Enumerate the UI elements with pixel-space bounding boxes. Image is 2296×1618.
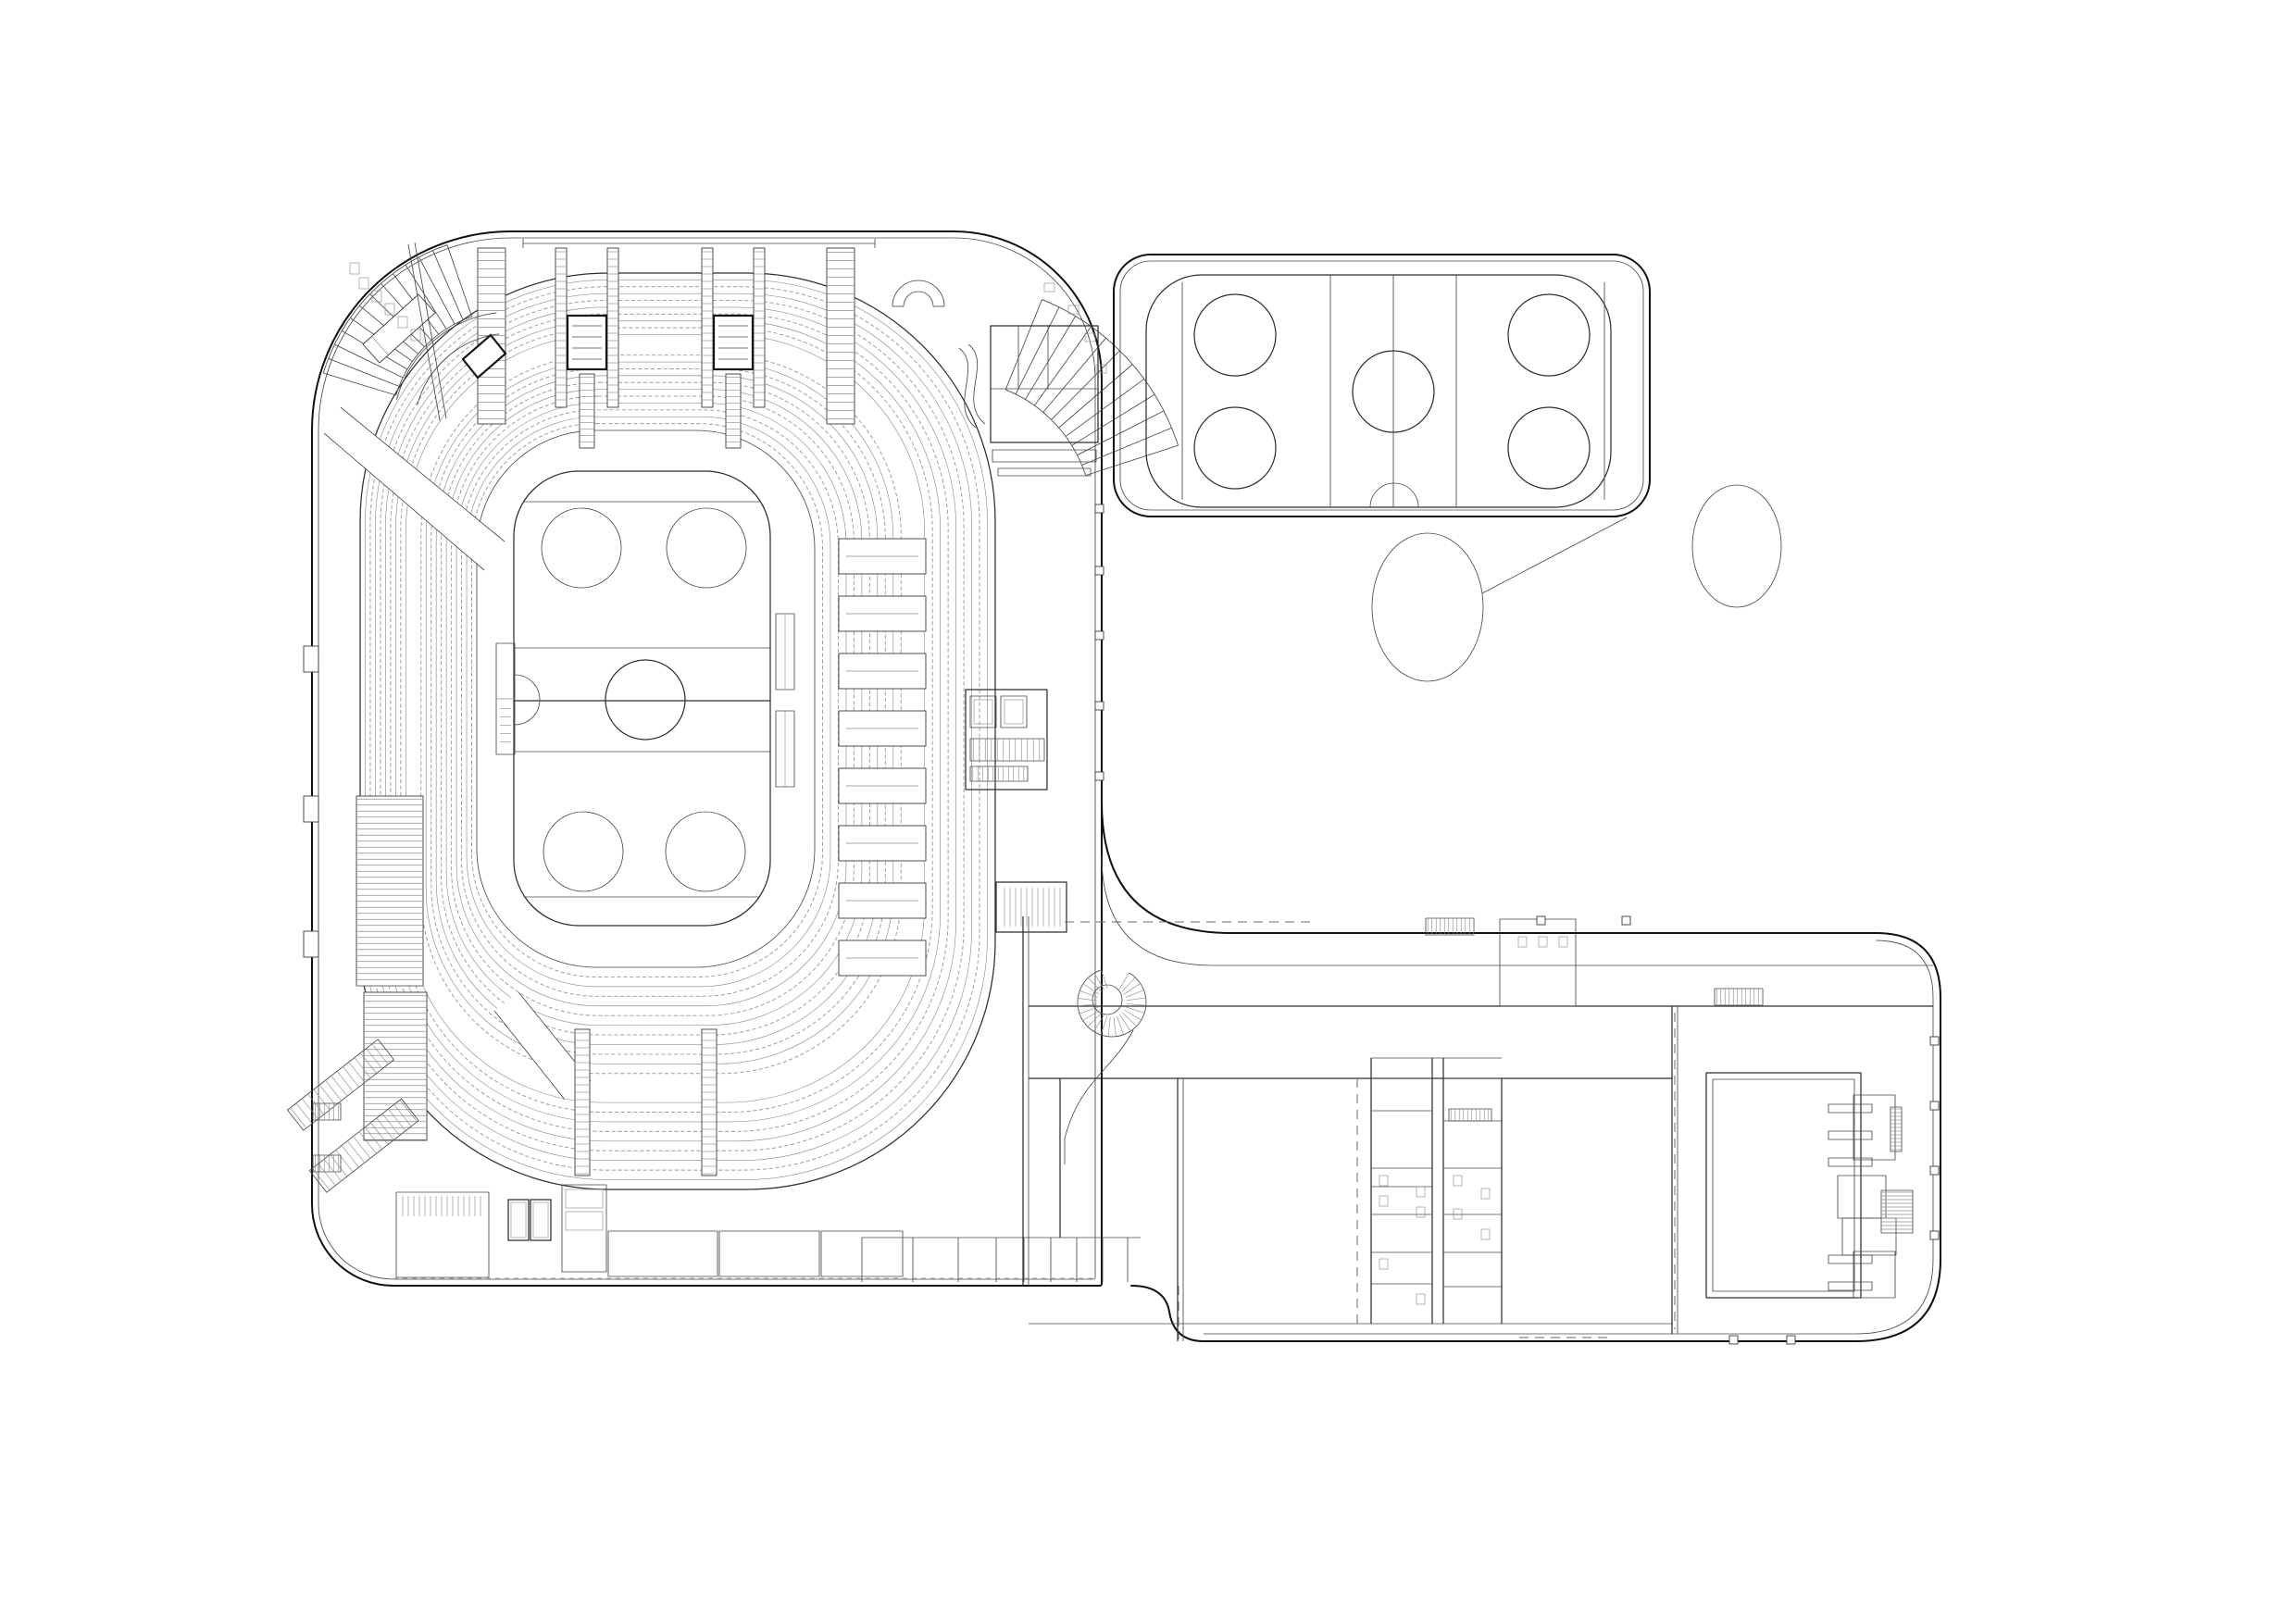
stair-run: [287, 1039, 394, 1131]
service-cores: [965, 504, 1104, 933]
loge-boxes: [838, 538, 927, 977]
stairs-bottom-left: [287, 1039, 419, 1193]
main-arena: [287, 230, 1179, 1287]
spiral-stair: [1064, 969, 1147, 1164]
trees: [1371, 484, 1782, 682]
standing-terraces: [356, 795, 428, 1141]
practice-rink-building: [1113, 254, 1651, 594]
stair-run: [308, 1098, 419, 1193]
pool-hall: [1536, 915, 1940, 1345]
arena-shell: [311, 230, 1103, 1287]
corner-sector-top-left: [322, 242, 507, 421]
bowl-aisles: [323, 406, 592, 1101]
arena-bottom-rooms: [303, 645, 1141, 1282]
ice-rink: [495, 470, 795, 927]
corner-sector-top-right: [892, 280, 1179, 477]
annex-wing: [1022, 801, 1941, 1345]
